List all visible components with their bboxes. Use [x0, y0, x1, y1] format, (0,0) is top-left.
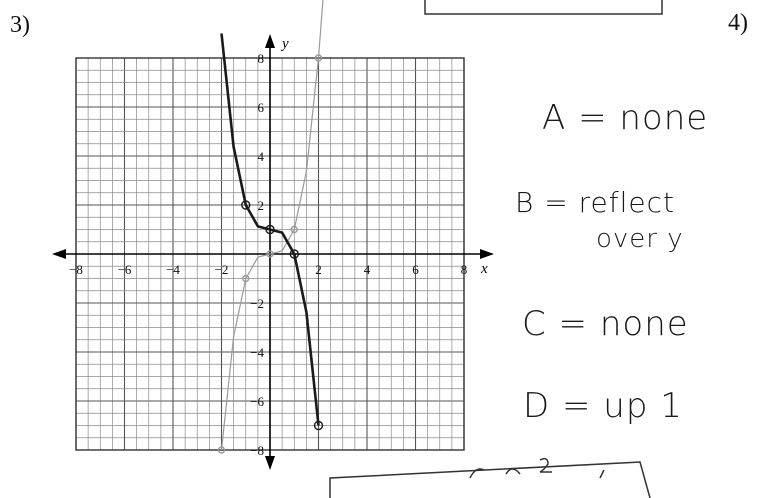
answer-box-handwriting [469, 457, 605, 479]
x-tick-label: 2 [315, 262, 322, 277]
x-axis-arrow-left [52, 249, 66, 259]
curve-point [265, 224, 275, 235]
y-tick-label: 2 [258, 198, 265, 213]
note-b-line1: B = reflect [515, 186, 675, 219]
axes [52, 34, 494, 470]
x-tick-label: −2 [215, 262, 229, 277]
curve-point [242, 274, 250, 283]
answer-box-top [424, 0, 663, 15]
y-tick-label: −2 [250, 296, 264, 311]
x-tick-label: −4 [166, 262, 180, 277]
y-tick-label: 6 [258, 100, 265, 115]
y-tick-label: 8 [258, 51, 265, 66]
y-tick-label: 4 [258, 149, 265, 164]
curve-point [314, 54, 323, 62]
x-axis-arrow-right [480, 249, 494, 259]
y-tick-label: −8 [250, 443, 264, 458]
x-tick-label: 6 [412, 262, 419, 277]
x-axis-label: x [480, 261, 488, 277]
note-b-line2: over y [596, 224, 684, 254]
curve-point [266, 250, 274, 258]
note-d: D = up 1 [523, 386, 683, 426]
x-tick-label: 4 [364, 262, 371, 277]
note-c: C = none [522, 304, 689, 344]
curve-point [290, 225, 298, 234]
x-tick-label: −8 [69, 262, 83, 277]
x-tick-label: 8 [461, 262, 468, 277]
curve-point [289, 249, 299, 259]
y-tick-label: −4 [250, 345, 264, 360]
note-a: A = none [542, 98, 709, 138]
y-axis-label: y [280, 36, 289, 52]
y-tick-label: −6 [250, 394, 264, 409]
y-axis-arrow-down [265, 456, 275, 470]
y-axis-arrow-up [265, 34, 275, 48]
problem-number-4: 4) [728, 10, 748, 36]
x-tick-label: −6 [118, 262, 132, 277]
curve-point [313, 420, 324, 431]
curve-point [241, 200, 251, 210]
curve-series-2 [220, 33, 320, 426]
curves [217, 0, 324, 454]
problem-number-3: 3) [10, 12, 30, 38]
curve-series-1 [220, 0, 324, 451]
curve-point [217, 446, 226, 454]
tick-labels: −8 −6 −4 −2 2 4 6 8 8 6 4 2 −2 −4 −6 −8 [69, 51, 467, 458]
